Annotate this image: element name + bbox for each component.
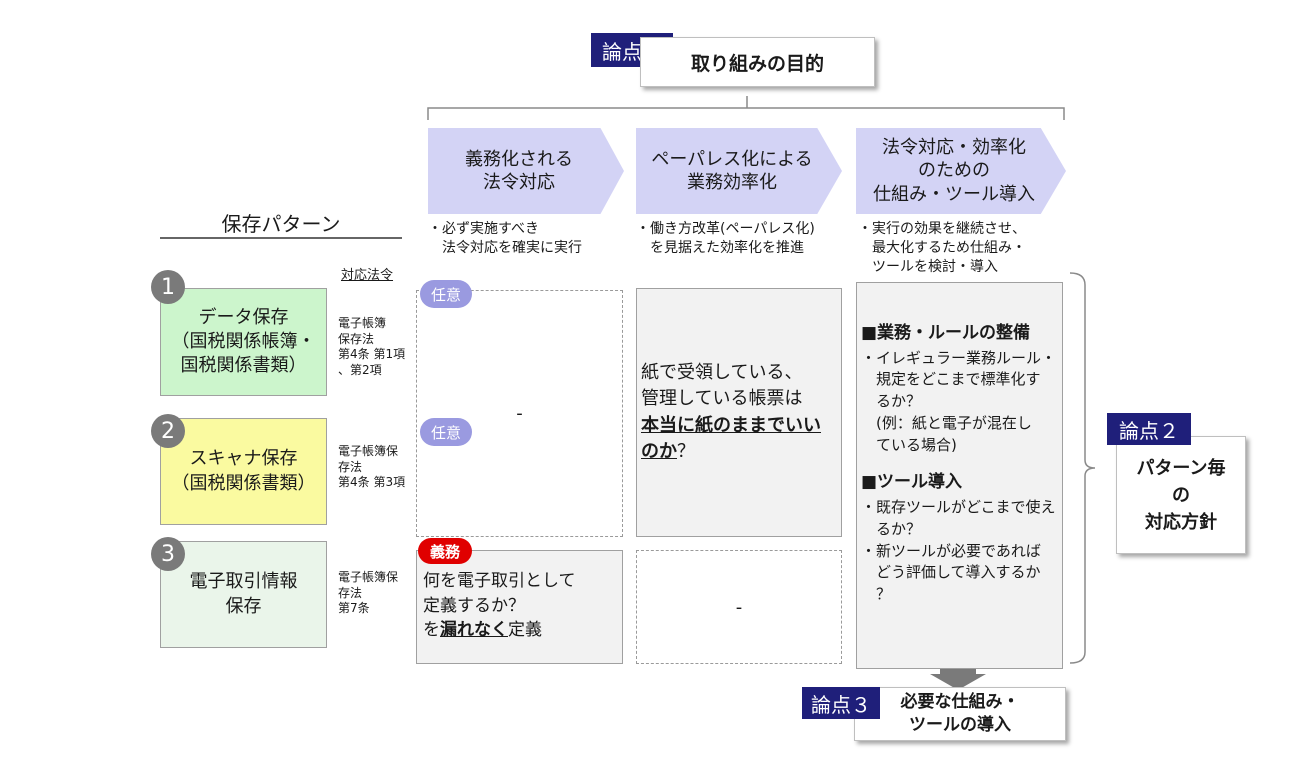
law-line: 第7条 xyxy=(338,601,370,616)
ec-post: 定義 xyxy=(508,620,542,641)
point2-line: の xyxy=(1171,484,1190,506)
pattern-header: 保存パターン xyxy=(221,212,341,236)
arrow-line: 法令対応 xyxy=(483,172,555,193)
panel-line: ？ xyxy=(861,585,892,604)
arrow-legal: 義務化される法令対応 xyxy=(428,128,624,214)
arrow-line: ペーパレス化による xyxy=(651,148,813,170)
pattern-scanner-storage: スキャナ保存（国税関係書類） xyxy=(160,418,327,525)
point2-tag: 論点２ xyxy=(1107,413,1191,445)
paper-end: ？ xyxy=(677,440,695,462)
paperless-cell-data-scanner: 紙で受領している、 管理している帳票は 本当に紙のままでいい のか？ xyxy=(636,288,842,537)
point2-line: パターン毎 xyxy=(1136,457,1226,479)
ec-line-last: を漏れなく定義 xyxy=(423,618,616,643)
dash-text: - xyxy=(735,596,743,618)
law-line: 存法 xyxy=(338,585,363,600)
law-line: 存法 xyxy=(338,459,363,474)
optional-badge-1: 任意 xyxy=(420,280,472,308)
point3-box: 必要な仕組み・ツールの導入 xyxy=(854,687,1066,741)
purpose-title: 取り組みの目的 xyxy=(690,52,824,75)
pattern-line: データ保存 xyxy=(198,306,289,328)
arrow-paperless: ペーパレス化による業務効率化 xyxy=(636,128,842,214)
panel-line: 規定をどこまで標準化す xyxy=(861,370,1041,389)
law-line: 第4条 第1項 xyxy=(338,347,406,362)
note-line: 最大化するため仕組み・ xyxy=(858,239,1026,256)
law-line: 電子帳簿保 xyxy=(338,570,399,584)
paperless-cell-ec: - xyxy=(636,550,842,664)
law-header: 対応法令 xyxy=(341,268,394,283)
optional-badge-2: 任意 xyxy=(420,418,472,446)
note-line: ・実行の効果を継続させ、 xyxy=(858,221,1026,237)
paper-bold2: のか xyxy=(641,440,677,462)
pattern-number-3: 3 xyxy=(151,537,185,571)
ec-pre: を xyxy=(423,620,440,641)
pattern-line: スキャナ保存 xyxy=(189,448,298,470)
ec-line: 何を電子取引として xyxy=(423,571,576,591)
point3-tag: 論点３ xyxy=(802,687,880,719)
panel-line: ・新ツールが必要であれば xyxy=(861,541,1041,560)
law-line: 保存法 xyxy=(338,331,375,346)
point3-line: ツールの導入 xyxy=(909,715,1011,735)
panel-line: ・既存ツールがどこまで使え xyxy=(861,498,1056,517)
pattern-number-2: 2 xyxy=(151,414,185,448)
arrow-tools: 法令対応・効率化のための仕組み・ツール導入 xyxy=(856,128,1066,214)
panel-line: (例：紙と電子が混在し xyxy=(861,413,1032,432)
legal-cell-ec: 何を電子取引として 定義するか？ を漏れなく定義 xyxy=(416,550,623,664)
paper-line: 管理している帳票は xyxy=(641,388,803,410)
law-1: 電子帳簿保存法第4条 第1項、第2項 xyxy=(338,316,405,378)
panel-heading-rules: ■業務・ルールの整備 xyxy=(861,323,1031,343)
panel-line: どう評価して導入するか xyxy=(861,563,1041,582)
point2-box: パターン毎の対応方針 xyxy=(1116,436,1246,554)
panel-line: るか？ xyxy=(861,519,922,538)
note-line: ・必ず実施すべき xyxy=(428,221,540,237)
arrow-line: 仕組み・ツール導入 xyxy=(873,183,1035,205)
law-line: 電子帳簿 xyxy=(338,316,387,330)
pattern-line: 国税関係書類） xyxy=(180,355,307,377)
arrow-line: 業務効率化 xyxy=(687,172,777,193)
arrow-line: 義務化される xyxy=(465,148,573,170)
note-line: を見据えた効率化を推進 xyxy=(636,239,804,256)
paper-bold-line2: のか？ xyxy=(641,439,821,465)
panel-heading-tools: ■ツール導入 xyxy=(861,472,963,493)
panel-line: るか？ xyxy=(861,392,922,411)
law-3: 電子帳簿保存法第7条 xyxy=(338,570,398,617)
paper-bold-line: 本当に紙のままでいい xyxy=(641,413,821,439)
arrow-line: 法令対応・効率化 xyxy=(882,136,1026,158)
pattern-ec-storage: 電子取引情報保存 xyxy=(160,541,327,648)
panel-line: ている場合) xyxy=(861,435,957,454)
arrow-line: のための xyxy=(918,160,990,182)
paper-line: 紙で受領している、 xyxy=(641,362,803,384)
pattern-line: 保存 xyxy=(225,595,262,617)
ec-bold: 漏れなく xyxy=(440,620,508,641)
panel-line: ・イレギュラー業務ルール・ xyxy=(861,348,1057,367)
note-line: 法令対応を確実に実行 xyxy=(428,239,582,256)
tools-panel: ■業務・ルールの整備 ・イレギュラー業務ルール・ 規定をどこまで標準化す るか？… xyxy=(856,282,1063,669)
law-line: 電子帳簿保 xyxy=(338,444,399,458)
note-tools: ・実行の効果を継続させ、 最大化するため仕組み・ ツールを検討・導入 xyxy=(858,220,1068,277)
purpose-title-box: 取り組みの目的 xyxy=(640,37,875,87)
pattern-number-1: 1 xyxy=(151,270,185,304)
legal-cell-data-scanner: - xyxy=(416,290,623,537)
law-line: 第4条 第3項 xyxy=(338,475,406,490)
point3-line: 必要な仕組み・ xyxy=(900,692,1020,713)
note-legal: ・必ず実施すべき 法令対応を確実に実行 xyxy=(428,220,628,258)
pattern-line: （国税関係書類） xyxy=(171,472,316,494)
law-2: 電子帳簿保存法第4条 第3項 xyxy=(338,444,405,491)
law-line: 、第2項 xyxy=(338,362,382,377)
pattern-line: （国税関係帳簿・ xyxy=(171,330,316,352)
note-line: ツールを検討・導入 xyxy=(858,258,998,275)
dash-text: - xyxy=(516,403,523,424)
paper-bold1: 本当に紙のままでいい xyxy=(641,414,821,436)
note-paperless: ・働き方改革(ペーパレス化) を見据えた効率化を推進 xyxy=(636,220,846,258)
point2-line: 対応方針 xyxy=(1144,511,1217,533)
mandatory-badge: 義務 xyxy=(418,538,472,564)
pattern-line: 電子取引情報 xyxy=(189,571,298,593)
note-line: ・働き方改革(ペーパレス化) xyxy=(636,221,815,237)
ec-line: 定義するか？ xyxy=(423,595,525,616)
pattern-data-storage: データ保存（国税関係帳簿・国税関係書類） xyxy=(160,288,327,396)
